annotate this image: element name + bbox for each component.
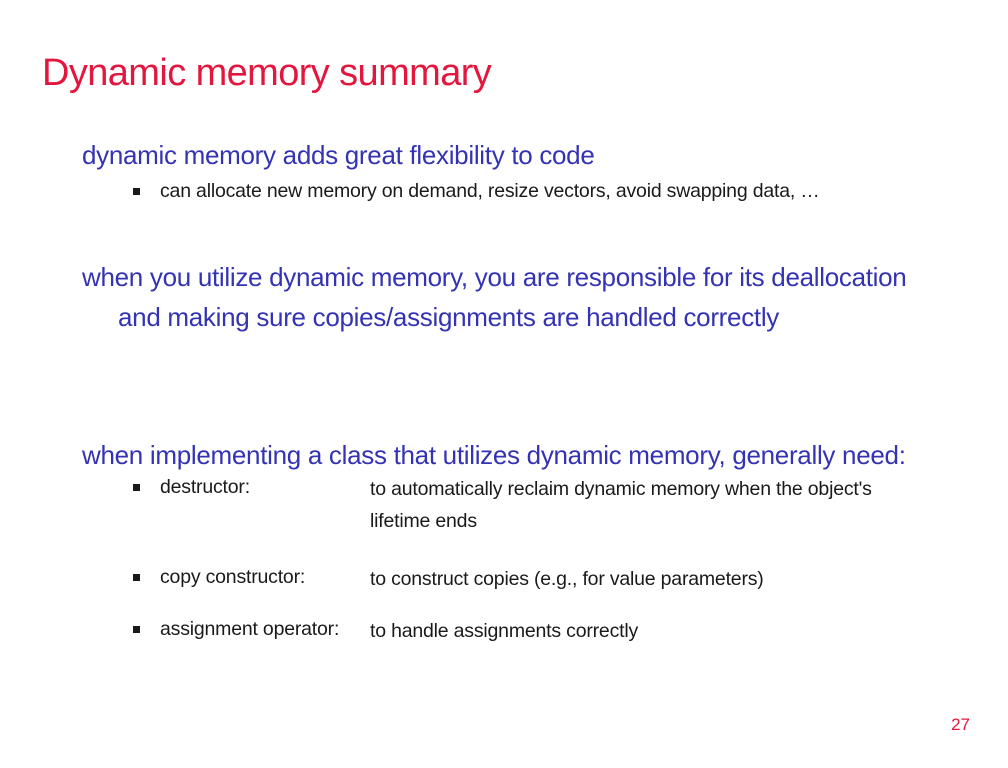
square-bullet-icon bbox=[133, 188, 140, 195]
copy-constructor-desc: to construct copies (e.g., for value par… bbox=[370, 568, 764, 590]
point-flexibility: dynamic memory adds great flexibility to… bbox=[82, 140, 595, 170]
copy-constructor-term: copy constructor: bbox=[160, 566, 306, 588]
square-bullet-icon bbox=[133, 626, 140, 633]
point-class-needs: when implementing a class that utilizes … bbox=[82, 440, 906, 470]
slide-title: Dynamic memory summary bbox=[42, 52, 492, 94]
slide-number: 27 bbox=[951, 715, 970, 734]
point-responsibility-line1: when you utilize dynamic memory, you are… bbox=[82, 262, 907, 292]
square-bullet-icon bbox=[133, 484, 140, 491]
assignment-operator-term: assignment operator: bbox=[160, 618, 340, 640]
point-responsibility: when you utilize dynamic memory, you are… bbox=[82, 257, 907, 337]
destructor-term: destructor: bbox=[160, 476, 250, 498]
destructor-desc-line2: lifetime ends bbox=[370, 510, 477, 532]
assignment-operator-desc: to handle assignments correctly bbox=[370, 620, 639, 642]
square-bullet-icon bbox=[133, 574, 140, 581]
destructor-desc: to automatically reclaim dynamic memory … bbox=[370, 473, 872, 537]
destructor-desc-line1: to automatically reclaim dynamic memory … bbox=[370, 478, 872, 500]
point-responsibility-line2: and making sure copies/assignments are h… bbox=[118, 302, 780, 332]
subpoint-allocate-text: can allocate new memory on demand, resiz… bbox=[160, 180, 820, 202]
